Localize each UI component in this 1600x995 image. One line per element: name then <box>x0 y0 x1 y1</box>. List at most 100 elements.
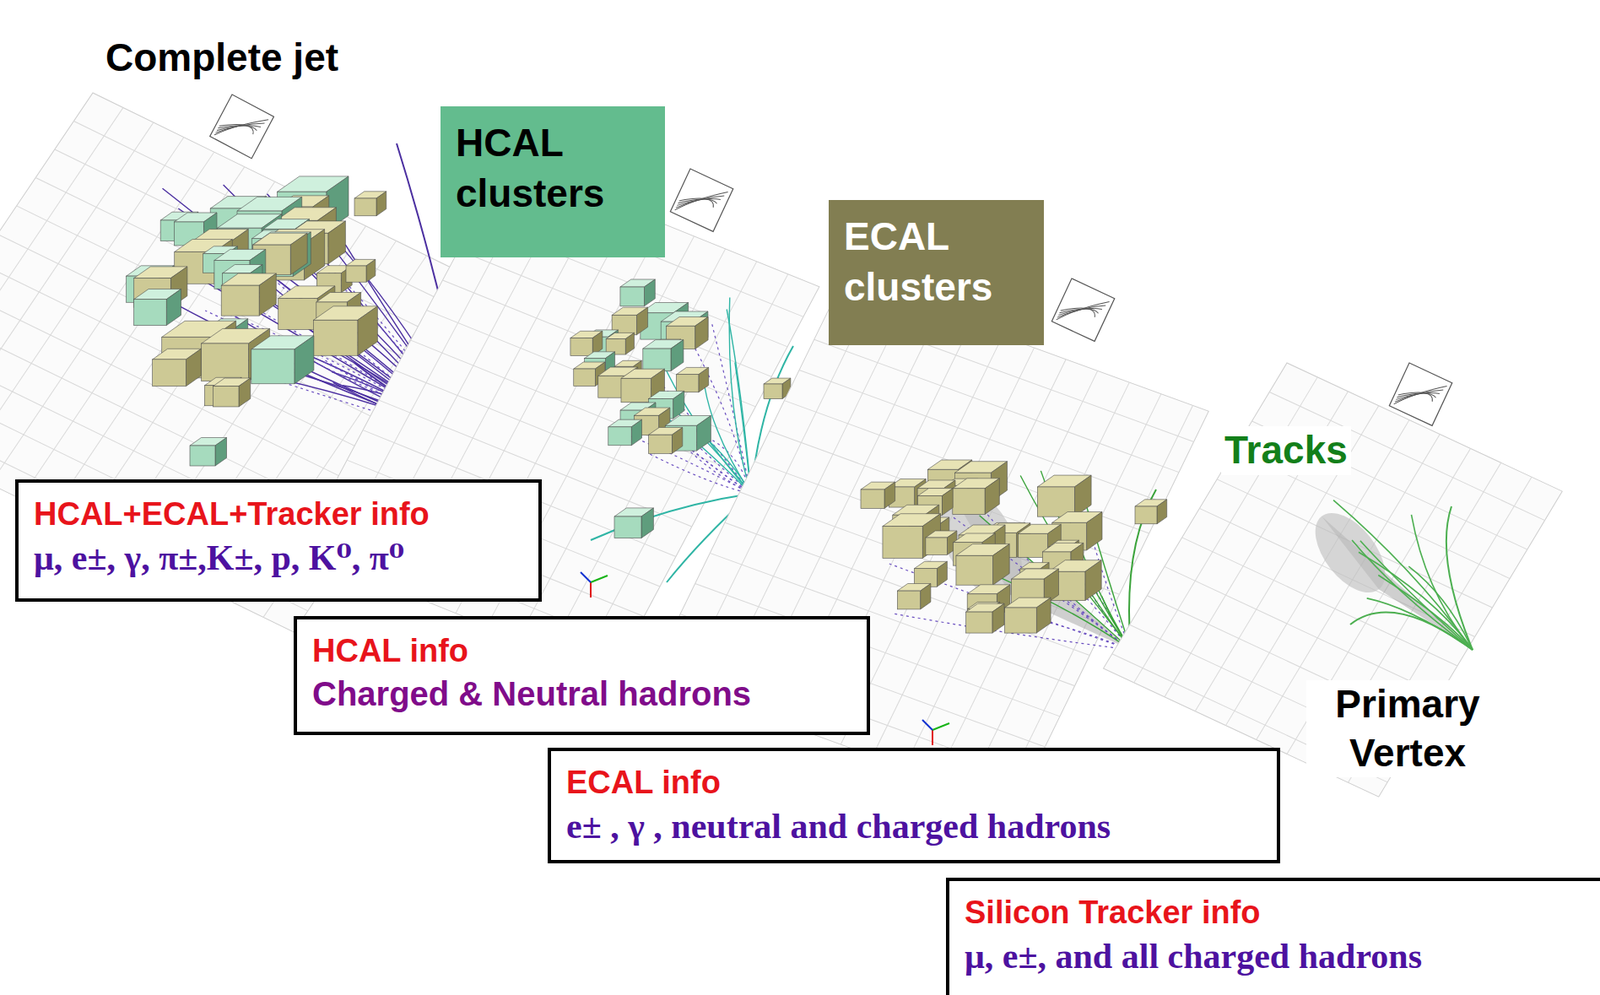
cube-front <box>213 386 239 407</box>
cube-front <box>643 348 671 372</box>
ecal-label-box: ECAL clusters <box>828 200 1044 346</box>
cube-side <box>376 191 387 217</box>
cube-front <box>134 299 168 326</box>
grid-line <box>799 369 1164 503</box>
logo-frame <box>1389 362 1452 426</box>
cube-side <box>936 561 947 587</box>
cube-side <box>215 437 228 467</box>
track-line <box>729 297 752 494</box>
tracks-panel <box>1301 500 1473 650</box>
info-box: HCAL+ECAL+Tracker infoμ, e±, γ, π±,K±, p… <box>15 479 542 602</box>
grid-line <box>442 280 756 407</box>
axis-triad <box>580 572 608 598</box>
cube-front <box>966 611 993 633</box>
cube-front <box>345 265 367 282</box>
cube-front <box>278 297 318 330</box>
particle-list: Charged & Neutral hadrons <box>312 671 852 716</box>
cube-side <box>984 478 1000 515</box>
grid-line <box>783 400 1149 534</box>
vertex-label: Primary Vertex <box>1306 680 1509 778</box>
grid-line <box>0 151 215 484</box>
axis-z <box>922 719 933 730</box>
track-line <box>704 387 752 495</box>
cube-front <box>952 488 985 515</box>
grid-border <box>1102 362 1563 797</box>
cube-front <box>621 378 652 402</box>
cube-side <box>941 488 953 516</box>
cube-side <box>673 390 685 419</box>
particle-list: μ, e±, γ, π±,K±, p, K⁰, π⁰ <box>33 535 524 582</box>
cube-side <box>670 340 684 372</box>
logo-arc <box>1056 284 1110 337</box>
logo-arc <box>677 187 718 218</box>
track-line <box>726 309 752 495</box>
track-curve <box>1446 506 1473 650</box>
cube-front <box>897 590 920 610</box>
track-line <box>1333 500 1473 650</box>
info-box: HCAL infoCharged & Neutral hadrons <box>293 616 871 736</box>
cube-front <box>570 338 593 357</box>
hcal-label-box: HCAL clusters <box>440 106 665 258</box>
cube-side <box>290 232 308 276</box>
cube-front <box>608 427 632 446</box>
grid-line <box>0 290 384 498</box>
logo-frame <box>670 168 733 232</box>
logo-arc <box>1058 293 1103 331</box>
grid-line <box>967 394 1162 791</box>
cube-side <box>185 348 201 386</box>
grid-line <box>0 233 422 441</box>
cube-side <box>1074 475 1092 517</box>
cube-front <box>189 445 216 466</box>
cube-side <box>328 221 346 265</box>
cube-side <box>636 307 648 336</box>
axis-x <box>589 582 592 598</box>
track-line <box>951 516 1131 650</box>
cube-side <box>920 583 931 610</box>
grid-line <box>54 149 480 357</box>
cube-front <box>676 374 699 393</box>
particle-list: e± , γ , neutral and charged hadrons <box>566 803 1262 850</box>
cube-side <box>1156 499 1168 525</box>
cube-front <box>882 526 923 559</box>
cms-logo <box>210 94 275 159</box>
logo-arc <box>1395 378 1440 416</box>
cone-cap <box>1301 500 1399 606</box>
axis-z <box>580 572 591 583</box>
track-line <box>594 367 752 494</box>
track-line <box>658 415 752 494</box>
track-curve <box>1350 611 1473 650</box>
cube-side <box>697 416 712 452</box>
cube-front <box>313 319 357 356</box>
track-line <box>979 515 1131 650</box>
cube-side <box>993 544 1011 586</box>
logo-arc <box>216 104 265 151</box>
cube-side <box>641 508 654 539</box>
particle-list: μ, e±, and all charged hadrons <box>964 933 1587 980</box>
logo-arc <box>1060 297 1098 325</box>
grid-line <box>872 359 1066 757</box>
grid-line <box>0 137 184 470</box>
grid-line <box>16 205 442 413</box>
cube-side <box>1085 560 1102 601</box>
cube-front <box>648 434 673 454</box>
panel-title: Complete jet <box>102 33 342 83</box>
cube-side <box>294 335 314 384</box>
grid-line <box>458 250 772 378</box>
logo-arc <box>676 183 721 222</box>
info-heading: HCAL+ECAL+Tracker info <box>33 494 524 536</box>
panel-title: HCAL clusters <box>455 118 650 220</box>
cube-side <box>357 306 379 356</box>
cube-front <box>956 555 994 585</box>
cube-front <box>1005 607 1038 633</box>
cube-front <box>620 286 644 307</box>
grid-line <box>518 248 725 639</box>
cube-front <box>614 516 642 539</box>
logo-arc <box>1057 289 1106 335</box>
info-heading: HCAL info <box>312 631 852 672</box>
axis-y <box>932 723 950 730</box>
cube-front <box>251 349 295 384</box>
logo-arc <box>675 179 725 225</box>
cube-front <box>1135 506 1157 525</box>
logo-frame <box>210 94 275 159</box>
jet-cone <box>947 485 1132 650</box>
